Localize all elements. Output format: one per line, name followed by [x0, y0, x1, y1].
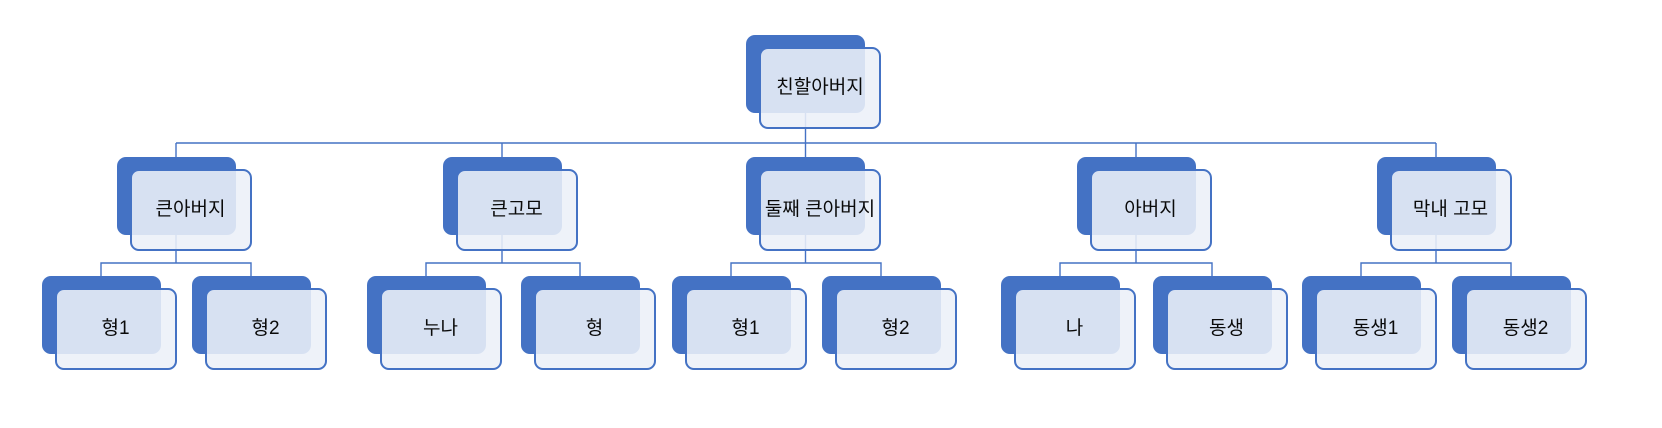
node-card: 큰아버지 [129, 169, 252, 251]
node-card: 누나 [379, 288, 502, 370]
org-node[interactable]: 형1 [41, 276, 177, 370]
node-label: 형2 [251, 318, 280, 340]
node-card: 막내 고모 [1389, 169, 1512, 251]
node-card: 형2 [204, 288, 327, 370]
node-label: 형 [585, 318, 604, 340]
node-label: 형1 [731, 318, 760, 340]
org-node[interactable]: 큰고모 [442, 157, 578, 251]
node-card: 형 [533, 288, 656, 370]
node-card: 형2 [834, 288, 957, 370]
node-label: 형1 [101, 318, 130, 340]
node-card: 형1 [54, 288, 177, 370]
connector-line [1360, 262, 1512, 276]
node-label: 형2 [881, 318, 910, 340]
connector-line [100, 262, 252, 276]
node-card: 나 [1013, 288, 1136, 370]
node-label: 동생 [1209, 318, 1244, 340]
node-label: 막내 고모 [1412, 199, 1489, 221]
org-node[interactable]: 큰아버지 [116, 157, 252, 251]
org-node[interactable]: 형2 [191, 276, 327, 370]
node-card: 동생 [1165, 288, 1288, 370]
node-card: 형1 [684, 288, 807, 370]
org-node[interactable]: 형1 [671, 276, 807, 370]
node-label: 큰고모 [490, 199, 543, 221]
org-node[interactable]: 동생2 [1451, 276, 1587, 370]
node-label: 동생1 [1352, 318, 1399, 340]
node-label: 누나 [423, 318, 458, 340]
node-card: 둘째 큰아버지 [759, 169, 881, 251]
org-node[interactable]: 형 [520, 276, 656, 370]
org-node[interactable]: 나 [1000, 276, 1136, 370]
node-label: 동생2 [1502, 318, 1549, 340]
node-card: 친할아버지 [759, 47, 881, 129]
org-node[interactable]: 아버지 [1076, 157, 1212, 251]
node-label: 큰아버지 [155, 199, 226, 221]
org-node[interactable]: 동생1 [1301, 276, 1437, 370]
org-node[interactable]: 둘째 큰아버지 [746, 157, 881, 251]
node-card: 동생1 [1314, 288, 1437, 370]
node-label: 친할아버지 [776, 77, 864, 99]
org-node[interactable]: 형2 [821, 276, 957, 370]
org-node[interactable]: 친할아버지 [746, 35, 881, 129]
node-card: 아버지 [1089, 169, 1212, 251]
org-node[interactable]: 동생 [1152, 276, 1288, 370]
node-card: 큰고모 [455, 169, 578, 251]
connector-line [730, 262, 882, 276]
org-node[interactable]: 누나 [366, 276, 502, 370]
org-node[interactable]: 막내 고모 [1376, 157, 1512, 251]
node-label: 나 [1065, 318, 1084, 340]
node-card: 동생2 [1464, 288, 1587, 370]
node-label: 아버지 [1124, 199, 1177, 221]
connector-line [425, 262, 581, 276]
node-label: 둘째 큰아버지 [764, 199, 876, 221]
connector-line [1059, 262, 1213, 276]
